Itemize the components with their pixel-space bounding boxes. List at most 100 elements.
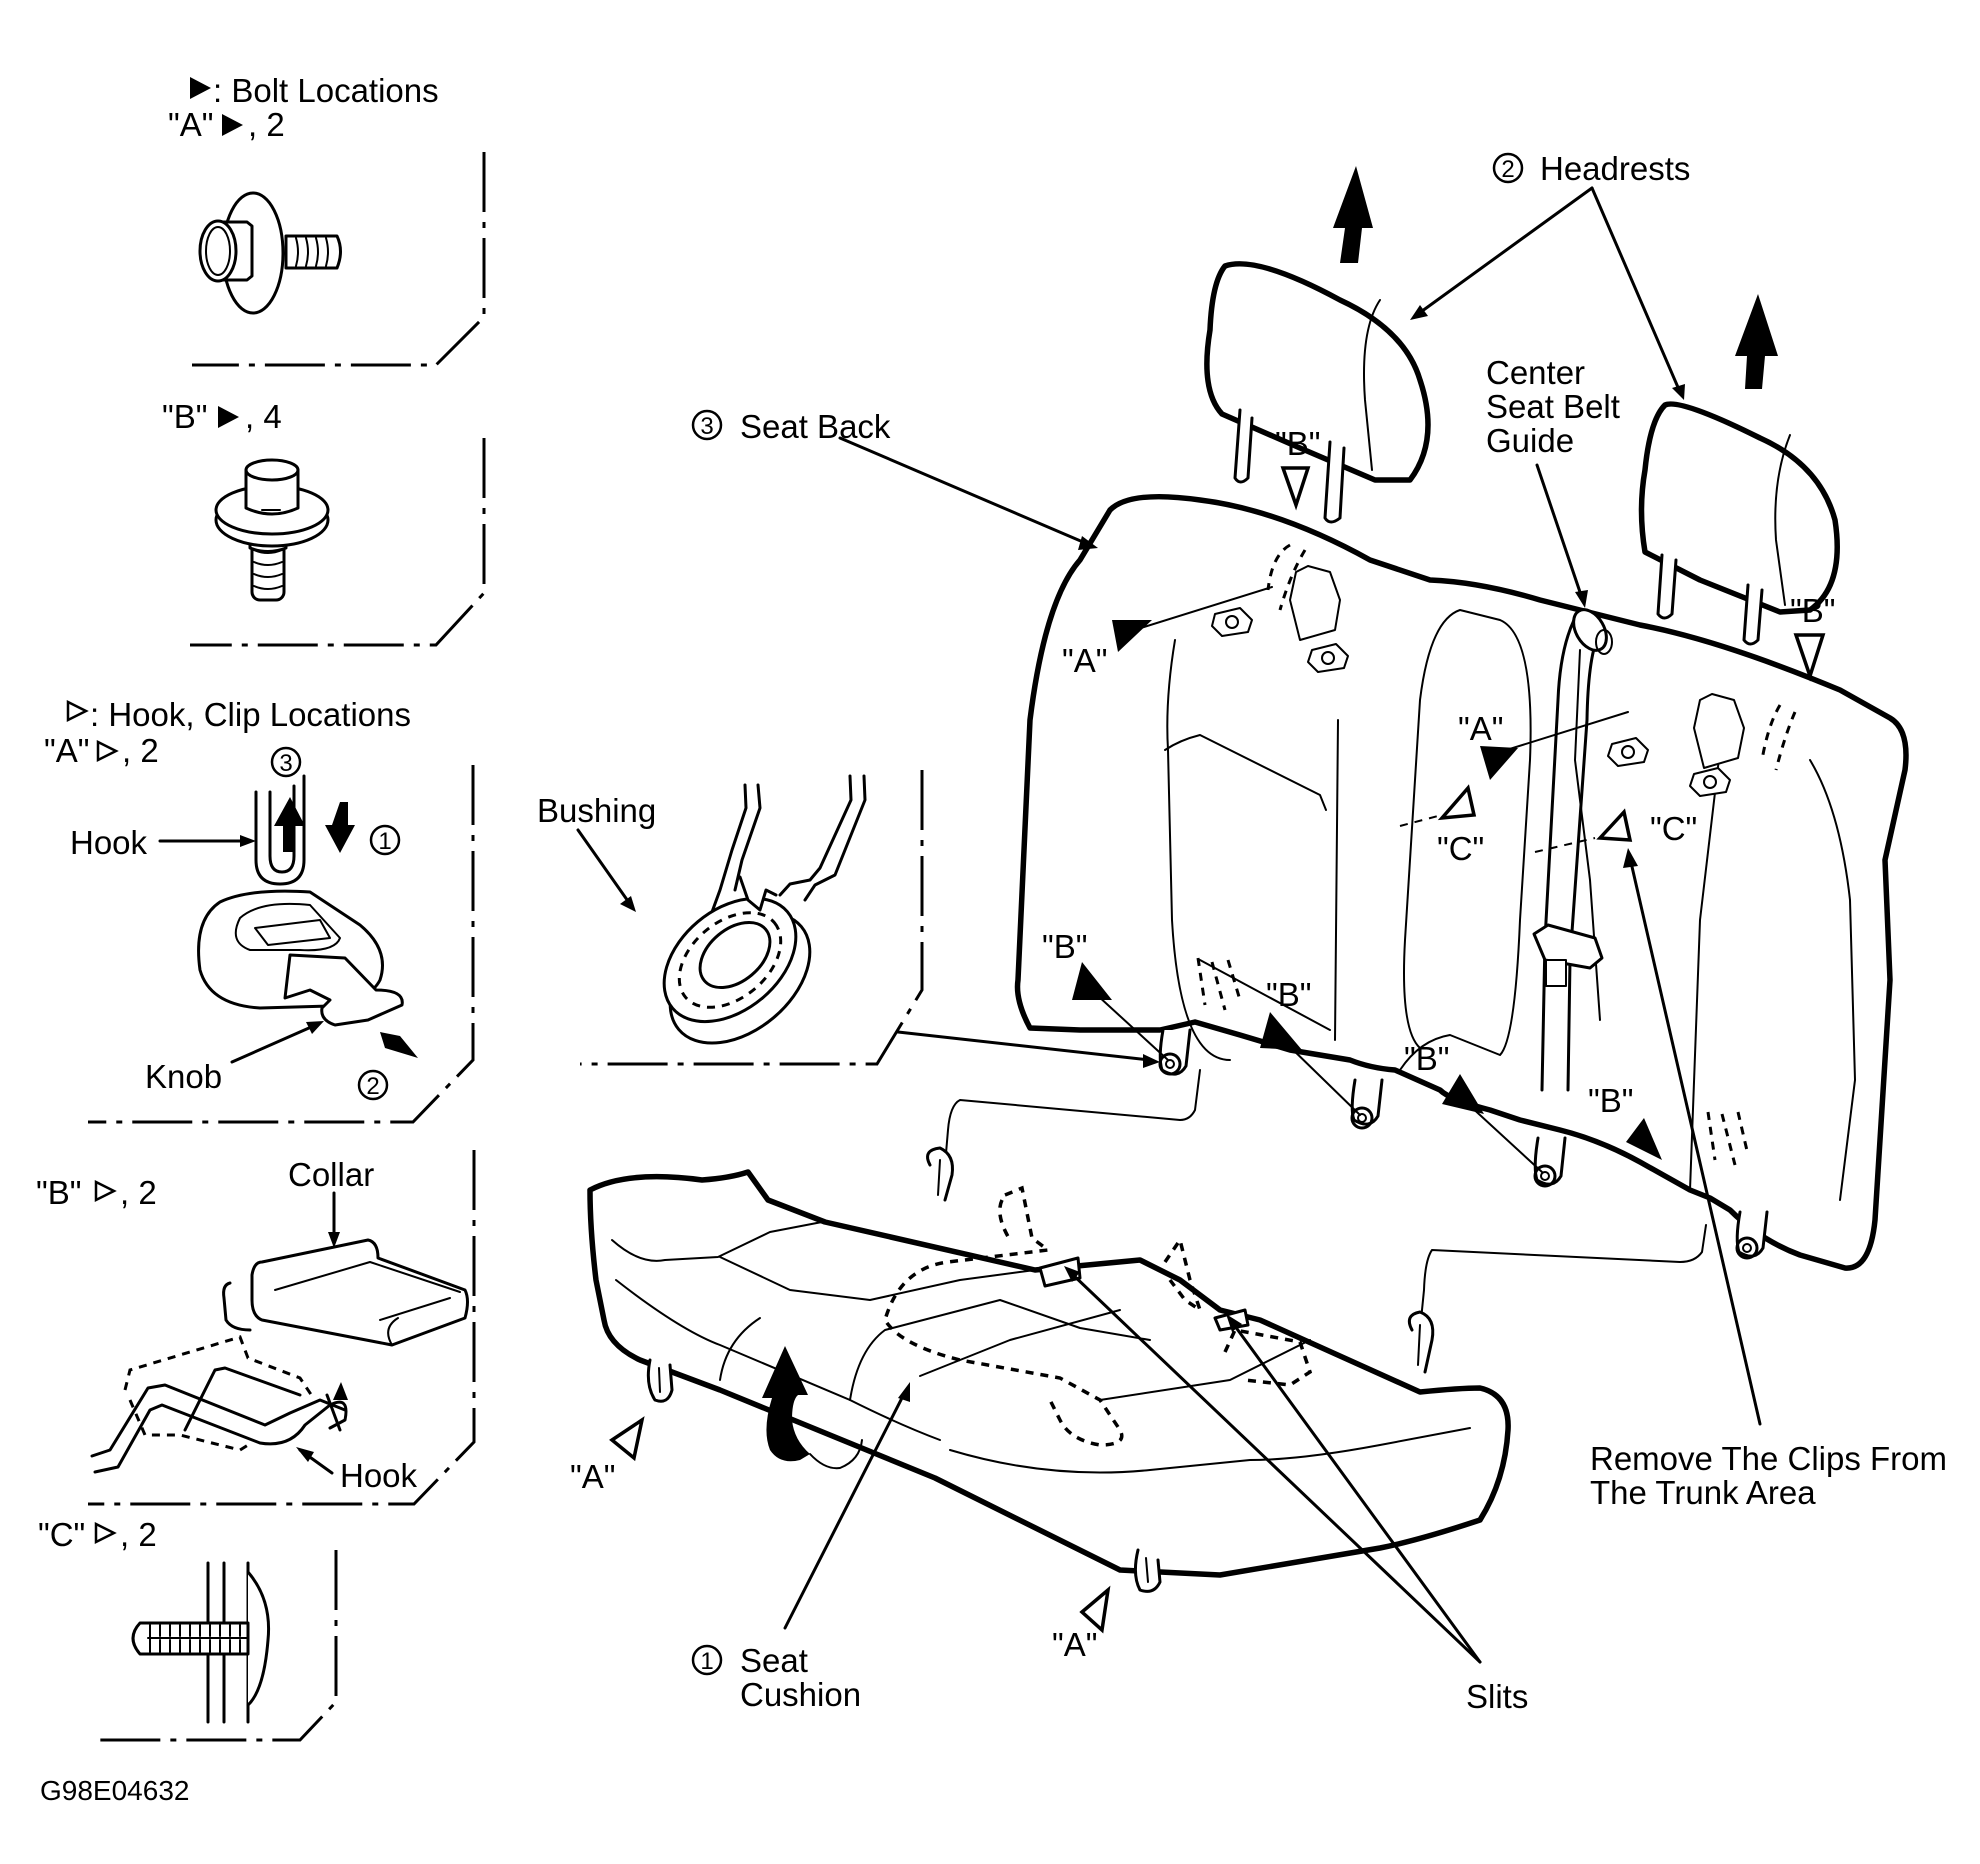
- up-arrow-icon: [274, 797, 305, 852]
- panel-border: [88, 1150, 476, 1506]
- rotate-arrow-icon: [762, 1346, 810, 1462]
- hollow-triangle-icon: [1596, 808, 1633, 842]
- seat-cushion-callout: 1 Seat Cushion: [691, 1382, 910, 1713]
- marker-a-label: "A": [1062, 642, 1107, 679]
- hollow-triangle-icon: [1437, 784, 1477, 821]
- bolt-a-label: "A": [168, 106, 213, 143]
- slits-callout: Slits: [1064, 1266, 1528, 1715]
- hook-label: Hook: [70, 824, 148, 861]
- down-arrow-icon: [325, 802, 355, 853]
- hook-clip-a-count: , 2: [122, 732, 159, 769]
- bushing-inset: Bushing: [537, 770, 1160, 1068]
- hook-b-label: Hook: [340, 1457, 418, 1494]
- step-1-badge: 1: [369, 824, 401, 856]
- seat-back-callout: 3 Seat Back: [691, 408, 1098, 550]
- panel-border: [580, 770, 924, 1066]
- lift-arrow-icon: [1735, 294, 1778, 389]
- svg-text:3: 3: [279, 750, 292, 777]
- belt-guide-callout: Center Seat Belt Guide: [1486, 354, 1620, 608]
- marker-a-label: "A": [570, 1458, 615, 1495]
- solid-triangle-icon: [1260, 1012, 1302, 1050]
- svg-text:1: 1: [378, 828, 391, 855]
- pull-arrow-icon: [380, 1032, 418, 1058]
- flange-bolt-b-icon: [214, 458, 330, 602]
- hollow-triangle-icon: [96, 739, 119, 763]
- remove-clips-line2: The Trunk Area: [1590, 1474, 1816, 1511]
- hollow-triangle-icon: [1079, 1585, 1111, 1634]
- marker-c-label: "C": [1437, 830, 1484, 867]
- bushing-hook: [1533, 1136, 1567, 1188]
- bolt-b-panel: "B" , 4: [162, 398, 486, 647]
- headrest-right: [1638, 401, 1840, 646]
- belt-guide-label-line2: Seat Belt: [1486, 388, 1620, 425]
- svg-text:2: 2: [1501, 156, 1514, 183]
- hook-wire-icon: [90, 1335, 348, 1474]
- knob-label: Knob: [145, 1058, 222, 1095]
- hook-clip-c-panel: "C" , 2: [38, 1516, 338, 1742]
- solid-triangle-icon: [1480, 746, 1518, 780]
- marker-b-label: "B": [1266, 976, 1311, 1013]
- bolt-a-panel: "A" , 2: [168, 106, 486, 367]
- figure-code: G98E04632: [40, 1775, 189, 1806]
- step-2-badge: 2: [357, 1069, 389, 1101]
- marker-b-label: "B": [1588, 1082, 1633, 1119]
- bushing-hook: [1350, 1078, 1384, 1130]
- collar-label: Collar: [288, 1156, 374, 1193]
- hollow-triangle-icon: [609, 1416, 645, 1462]
- solid-triangle-icon: [1072, 962, 1112, 1000]
- push-clip-icon: [131, 1561, 271, 1724]
- bushing-ring-icon: [662, 875, 812, 1045]
- marker-a-label: "A": [1052, 1626, 1097, 1663]
- bolt-legend-title: : Bolt Locations: [213, 72, 439, 109]
- bolt-legend: : Bolt Locations: [190, 72, 439, 109]
- svg-text:3: 3: [700, 413, 713, 440]
- seat-back-label: Seat Back: [740, 408, 891, 445]
- bushing-hook: [1158, 1028, 1192, 1076]
- collar-icon: [222, 1238, 469, 1347]
- lift-arrow-icon: [1333, 166, 1373, 263]
- marker-a-label: "A": [1458, 710, 1503, 747]
- panel-border: [192, 152, 486, 367]
- belt-guide-icon: [1572, 608, 1608, 652]
- solid-triangle-icon: [190, 77, 211, 99]
- hollow-triangle-icon: [1280, 466, 1311, 511]
- hook-clip-a-panel: "A" , 2 3 1 2: [44, 732, 475, 1124]
- hollow-triangle-icon: [94, 1521, 117, 1545]
- belt-guide-label-line1: Center: [1486, 354, 1585, 391]
- svg-text:1: 1: [700, 1648, 713, 1675]
- marker-c-label: "C": [1650, 810, 1697, 847]
- hook-u-icon: [254, 774, 306, 886]
- bolt-b-count: , 4: [245, 398, 282, 435]
- belt-guide-label-line3: Guide: [1486, 422, 1574, 459]
- hook-clip-c-label: "C": [38, 1516, 85, 1553]
- hook-clip-a-label: "A": [44, 732, 89, 769]
- seat-back-markers: "B" "B" "A" "A" "C" "C" "B" "B" "B" "B": [1042, 425, 1835, 1173]
- headrests-label: Headrests: [1540, 150, 1690, 187]
- headrests-callout: 2 Headrests: [1410, 150, 1690, 400]
- panel-border: [88, 765, 475, 1124]
- step-3-badge: 3: [270, 746, 302, 778]
- solid-triangle-icon: [218, 406, 239, 428]
- seat-back: [1014, 493, 1909, 1271]
- marker-b-label: "B": [1404, 1040, 1449, 1077]
- hollow-triangle-icon: [94, 1179, 117, 1203]
- hook-clip-legend: : Hook, Clip Locations: [66, 696, 411, 733]
- seat-cushion: [587, 1069, 1707, 1593]
- hollow-triangle-icon: [66, 699, 89, 723]
- solid-triangle-icon: [1442, 1074, 1484, 1114]
- marker-b-label: "B": [1042, 928, 1087, 965]
- bolt-b-label: "B": [162, 398, 207, 435]
- seat-cushion-label-line1: Seat: [740, 1642, 808, 1679]
- hook-clip-c-count: , 2: [120, 1516, 157, 1553]
- headrest-left: [1204, 261, 1431, 524]
- seat-cushion-label-line2: Cushion: [740, 1676, 861, 1713]
- flange-bolt-a-icon: [198, 191, 342, 315]
- marker-b-label: "B": [1790, 592, 1835, 629]
- hook-clip-b-count: , 2: [120, 1174, 157, 1211]
- cushion-markers: "A" "A": [570, 1416, 1111, 1663]
- panel-border: [94, 1550, 338, 1742]
- solid-triangle-icon: [222, 114, 243, 136]
- knob-icon: [283, 953, 404, 1027]
- remove-clips-line1: Remove The Clips From: [1590, 1440, 1947, 1477]
- hook-clip-b-panel: "B" , 2 Collar Hook: [36, 1150, 476, 1506]
